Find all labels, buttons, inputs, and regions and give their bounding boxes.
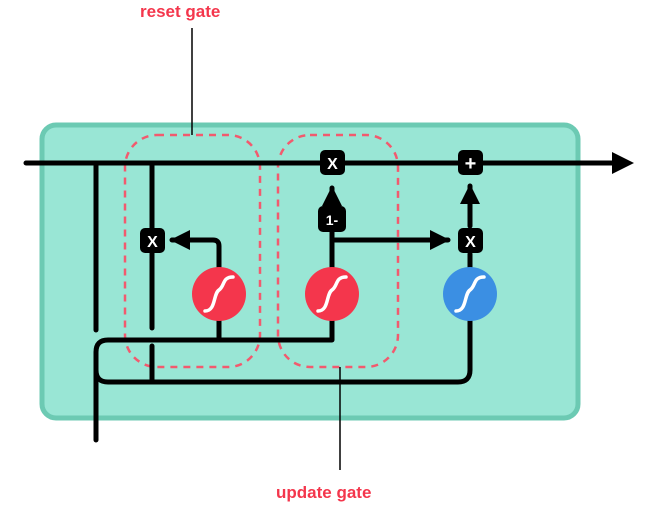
one-minus-op: 1- bbox=[318, 206, 346, 232]
candidate-multiply-text: X bbox=[465, 234, 476, 251]
update-gate-label: update gate bbox=[276, 483, 372, 502]
reset-gate-label: reset gate bbox=[140, 2, 221, 21]
sigmoid-curve-icon bbox=[203, 275, 235, 313]
update-multiply-op: X bbox=[320, 150, 345, 175]
input-to-candidate-path bbox=[93, 309, 473, 385]
gru-cell-body bbox=[39, 122, 581, 421]
update-gate-outline bbox=[276, 133, 400, 369]
candidate-tanh-gate bbox=[443, 267, 497, 321]
reset-multiply-text: X bbox=[147, 234, 158, 251]
sigmoid-curve-icon bbox=[316, 275, 348, 313]
reset-multiply-op: X bbox=[140, 228, 165, 253]
update-multiply-text: X bbox=[327, 156, 338, 173]
output-arrow-icon bbox=[612, 152, 634, 174]
update-sigmoid-gate bbox=[305, 267, 359, 321]
one-minus-text: 1- bbox=[326, 212, 339, 228]
reset-sigma-arrow bbox=[169, 230, 222, 343]
sigmoid-curve-icon bbox=[454, 275, 486, 313]
add-op: + bbox=[458, 150, 483, 175]
input-to-update-path bbox=[93, 297, 335, 443]
candidate-multiply-op: X bbox=[458, 228, 483, 253]
add-text: + bbox=[465, 153, 477, 175]
reset-sigmoid-gate bbox=[192, 267, 246, 321]
